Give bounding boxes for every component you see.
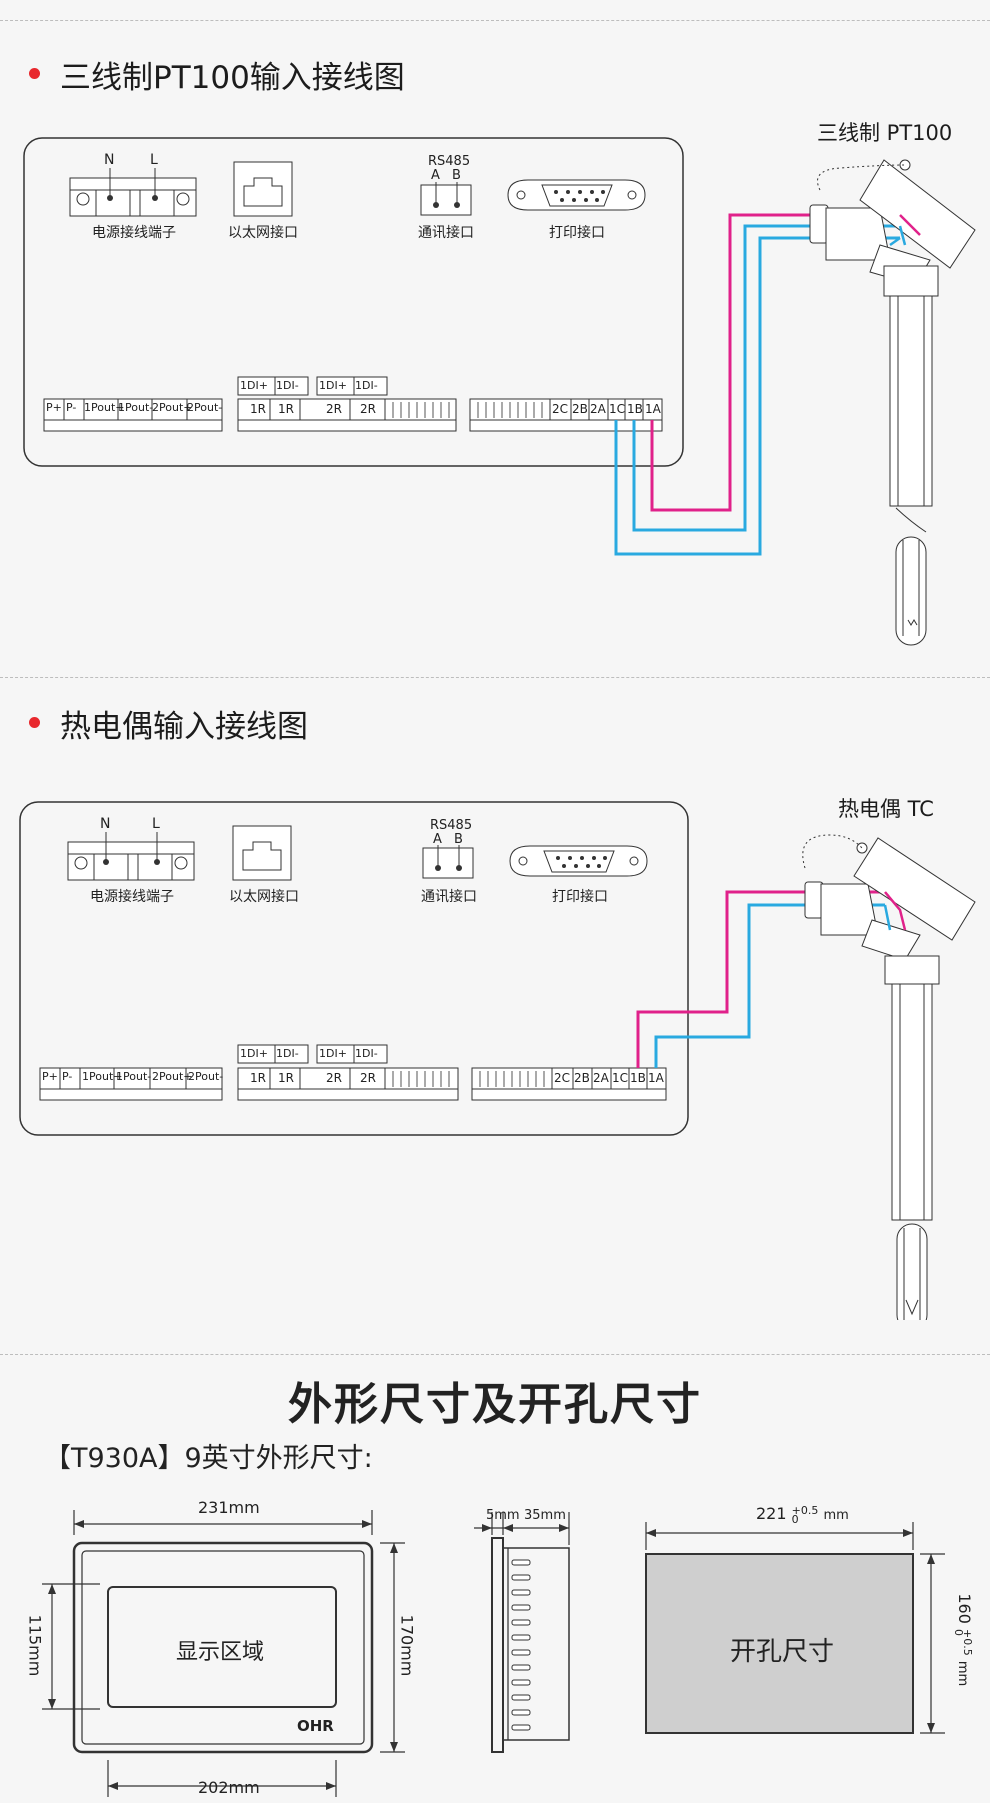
sensor-label-tc: 热电偶 TC	[838, 797, 934, 821]
rs485-pin-a: A	[431, 168, 440, 183]
rs485-pin-a: A	[433, 832, 442, 847]
pt100-wiring-diagram	[23, 137, 976, 646]
power-terminal-l: L	[150, 152, 158, 168]
rs485-label: RS485	[428, 154, 471, 169]
side-view-body	[502, 1547, 570, 1741]
power-terminal-block	[69, 168, 197, 217]
pt100-wires	[614, 213, 900, 556]
bullet-pt100	[29, 68, 40, 79]
wire-magenta	[650, 213, 900, 512]
section-divider-bottom	[0, 1354, 990, 1355]
power-label: 电源接线端子	[92, 225, 176, 241]
dimensions-title: 外形尺寸及开孔尺寸	[288, 1379, 702, 1430]
ethernet-label: 以太网接口	[228, 225, 298, 241]
power-label: 电源接线端子	[90, 889, 174, 905]
controller-panel	[19, 801, 689, 1136]
display-area-label: 显示区域	[176, 1640, 265, 1665]
front-height-label: 170mm	[397, 1614, 417, 1677]
rs485-pin-b: B	[452, 168, 461, 183]
pt100-sensor	[809, 159, 976, 646]
dimensions-subtitle: 【T930A】9英寸外形尺寸:	[44, 1443, 373, 1474]
front-view-display	[107, 1586, 337, 1708]
front-view-outer	[72, 1541, 374, 1754]
cutout-label: 开孔尺寸	[730, 1637, 835, 1667]
cutout-area	[645, 1553, 914, 1734]
section-divider-top	[0, 20, 990, 21]
side-depth-label: 35mm	[524, 1508, 566, 1523]
left-terminal-strip	[43, 398, 223, 432]
ethernet-port-icon	[233, 161, 293, 217]
ethernet-label: 以太网接口	[229, 889, 299, 905]
power-terminal-l: L	[152, 816, 160, 832]
side-view-bezel	[491, 1537, 504, 1753]
rs485-port	[420, 182, 472, 216]
display-width-label: 202mm	[198, 1778, 260, 1797]
wire-cyan-1	[632, 224, 900, 532]
cutout-width-label: 221 +0.5 0 mm	[756, 1503, 849, 1526]
controller-panel	[23, 137, 684, 467]
wire-cyan-2	[614, 236, 900, 556]
side-bezel-label: 5mm	[486, 1508, 520, 1523]
dimension-drawings	[42, 1510, 945, 1797]
heading-pt100: 三线制PT100输入接线图	[60, 60, 405, 96]
display-height-label: 115mm	[25, 1614, 45, 1677]
section-divider-middle	[0, 677, 990, 678]
relay-terminal-strip	[237, 376, 457, 432]
power-terminal-n: N	[104, 152, 115, 168]
power-terminal-n: N	[100, 816, 111, 832]
print-label: 打印接口	[552, 889, 608, 905]
brand-logo: OHR	[297, 1717, 334, 1735]
print-label: 打印接口	[549, 225, 605, 241]
bullet-tc	[29, 717, 40, 728]
rs485-label: RS485	[430, 818, 473, 833]
heading-tc: 热电偶输入接线图	[60, 709, 308, 745]
tc-wiring-diagram	[19, 801, 976, 1320]
comm-label: 通讯接口	[418, 225, 474, 241]
print-port-db9	[507, 179, 646, 211]
comm-label: 通讯接口	[421, 889, 477, 905]
input-terminal-strip	[469, 398, 663, 432]
front-width-label: 231mm	[198, 1498, 260, 1517]
cutout-height-label: 160 +0.5 0 mm	[952, 1593, 975, 1687]
rs485-pin-b: B	[454, 832, 463, 847]
sensor-label-pt100: 三线制 PT100	[817, 121, 953, 145]
